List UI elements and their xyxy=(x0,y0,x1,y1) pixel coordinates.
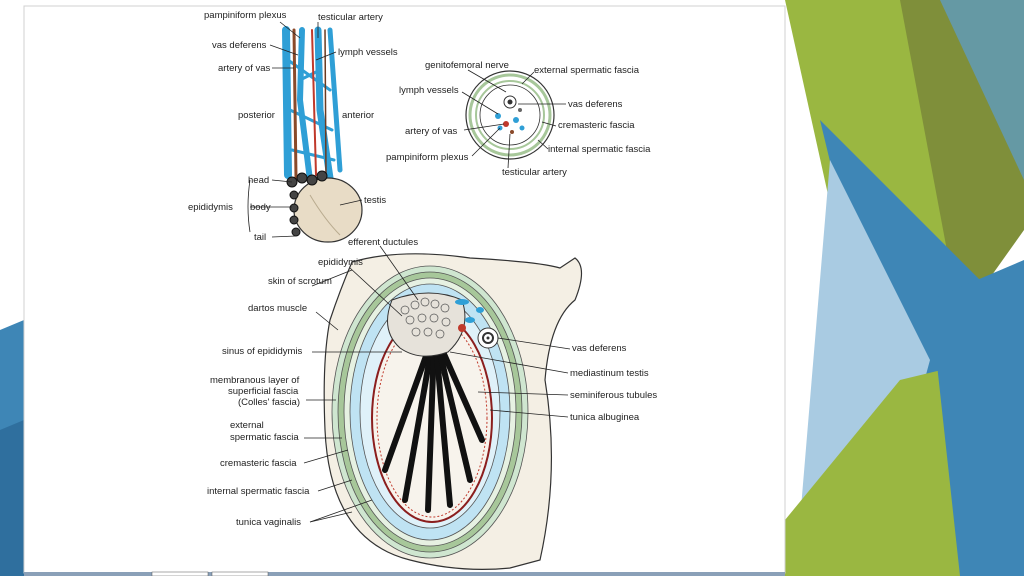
label-epididymis-top: epididymis xyxy=(188,202,233,213)
label-membranous-layer-1: membranous layer of xyxy=(210,375,300,386)
label-external-1: external xyxy=(230,420,264,431)
label-efferent-ductules: efferent ductules xyxy=(348,237,418,248)
top-leader-lines xyxy=(247,21,363,238)
label-vas-deferens-bottom: vas deferens xyxy=(572,343,627,354)
testis-shape xyxy=(293,177,363,243)
label-anterior: anterior xyxy=(342,110,374,121)
label-testicular-artery-top: testicular artery xyxy=(318,12,383,23)
label-artery-of-vas-top: artery of vas xyxy=(218,63,271,74)
label-sinus-of-epididymis: sinus of epididymis xyxy=(222,346,303,357)
label-vas-deferens-cross: vas deferens xyxy=(568,99,623,110)
label-cremasteric-fascia-cross: cremasteric fascia xyxy=(558,120,635,131)
label-posterior: posterior xyxy=(238,110,275,121)
pampiniform-vessels xyxy=(282,26,343,183)
label-testis: testis xyxy=(364,195,386,206)
cross-leader-lines xyxy=(461,69,566,169)
label-dartos-muscle: dartos muscle xyxy=(248,303,307,314)
label-body: body xyxy=(250,202,271,213)
label-epididymis-bottom: epididymis xyxy=(318,257,363,268)
label-lymph-vessels-cross: lymph vessels xyxy=(399,85,459,96)
bottom-strip xyxy=(24,572,785,576)
label-membranous-layer-2: superficial fascia xyxy=(228,386,299,397)
label-cremasteric-fascia-bottom: cremasteric fascia xyxy=(220,458,297,469)
label-vas-deferens-top: vas deferens xyxy=(212,40,267,51)
label-mediastinum-testis: mediastinum testis xyxy=(570,368,649,379)
label-lymph-vessels-top: lymph vessels xyxy=(338,47,398,58)
label-head: head xyxy=(248,175,269,186)
label-internal-spermatic-fascia-bottom: internal spermatic fascia xyxy=(207,486,310,497)
label-testicular-artery-cross: testicular artery xyxy=(502,167,567,178)
cord-cross-section: genitofemoral nerve external spermatic f… xyxy=(386,60,651,178)
label-external-spermatic-fascia-cross: external spermatic fascia xyxy=(534,65,640,76)
slide-tab-2[interactable] xyxy=(211,571,269,576)
label-internal-spermatic-fascia-cross: internal spermatic fascia xyxy=(548,144,651,155)
label-tunica-vaginalis: tunica vaginalis xyxy=(236,517,301,528)
label-seminiferous-tubules: seminiferous tubules xyxy=(570,390,657,401)
label-genitofemoral-nerve: genitofemoral nerve xyxy=(425,60,509,71)
spermatic-cord-diagram: pampiniform plexus testicular artery vas… xyxy=(188,10,398,243)
label-membranous-layer-3: (Colles' fascia) xyxy=(238,397,300,408)
testis-septa xyxy=(382,342,485,513)
label-external-2: spermatic fascia xyxy=(230,432,299,443)
scrotum-section-diagram: efferent ductules epididymis skin of scr… xyxy=(207,237,657,570)
slide-tab-1[interactable] xyxy=(151,571,209,576)
label-tail: tail xyxy=(254,232,266,243)
label-skin-of-scrotum: skin of scrotum xyxy=(268,276,332,287)
label-artery-of-vas-cross: artery of vas xyxy=(405,126,458,137)
label-pampiniform-plexus-cross: pampiniform plexus xyxy=(386,152,469,163)
label-tunica-albuginea: tunica albuginea xyxy=(570,412,640,423)
bottom-leader-lines xyxy=(303,245,571,523)
label-pampiniform-plexus-top: pampiniform plexus xyxy=(204,10,287,21)
